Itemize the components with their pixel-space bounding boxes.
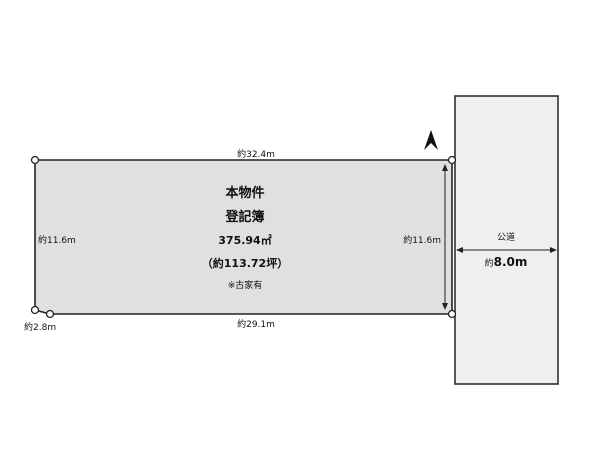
lot-vertices xyxy=(30,155,457,319)
right-dimension-label: 約11.6m xyxy=(403,234,441,246)
registry-label: 登記簿 xyxy=(224,209,264,225)
area-tsubo: （約113.72坪） xyxy=(202,256,288,270)
road-width-dimension-line xyxy=(456,247,557,253)
public-road xyxy=(454,95,559,385)
vertex-marker xyxy=(30,155,40,165)
old-house-note: ※古家有 xyxy=(228,279,263,291)
left-dimension-label: 約11.6m xyxy=(38,234,76,246)
vertex-marker xyxy=(45,309,55,319)
road-width-label: 約8.0m xyxy=(485,255,528,269)
bottom-dimension-label: 約29.1m xyxy=(237,318,275,330)
property-lot xyxy=(34,159,453,315)
vertex-marker xyxy=(447,309,457,319)
corner-dimension-label: 約2.8m xyxy=(24,321,56,333)
area-sqm: 375.94㎡ xyxy=(218,233,271,247)
vertex-marker xyxy=(447,155,457,165)
right-dimension-line xyxy=(442,164,448,310)
road-width-prefix: 約 xyxy=(485,257,494,269)
road-label: 公道 xyxy=(497,231,515,243)
top-dimension-label: 約32.4m xyxy=(237,148,275,160)
north-arrow-icon xyxy=(424,130,438,150)
road-width-value: 8.0m xyxy=(494,255,528,269)
vertex-marker xyxy=(30,305,40,315)
property-name: 本物件 xyxy=(225,185,264,201)
